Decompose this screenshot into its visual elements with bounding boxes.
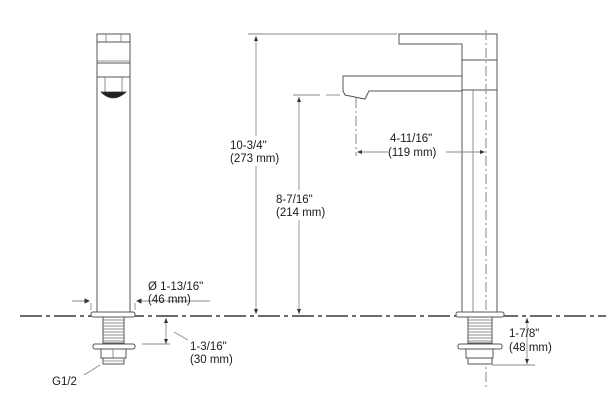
handle-lever xyxy=(398,33,498,61)
spout xyxy=(342,75,463,100)
overall-height-imperial: 10-3/4" xyxy=(230,140,267,152)
handle-cap xyxy=(96,33,131,43)
washer xyxy=(92,343,136,350)
base-flange-front xyxy=(455,311,505,318)
side-view: Ø 1-13/16" (46 mm) 1-3/16" (30 mm) G1/2 xyxy=(52,33,233,388)
aerator xyxy=(100,91,128,99)
shank-right-metric: (48 mm) xyxy=(509,342,552,354)
washer-front xyxy=(457,343,503,350)
thread-label: G1/2 xyxy=(52,376,77,388)
handle-body xyxy=(461,59,498,91)
spout-height-metric: (214 mm) xyxy=(276,207,325,219)
shank-left-metric: (30 mm) xyxy=(190,354,233,366)
spout-reach-metric: (119 mm) xyxy=(388,147,437,159)
spout-reach-imperial: 4-11/16" xyxy=(390,133,432,145)
threaded-shank xyxy=(102,316,125,344)
spout-height-imperial: 8-7/16" xyxy=(276,194,313,206)
base-flange xyxy=(90,311,136,318)
overall-height-metric: (273 mm) xyxy=(230,153,279,165)
front-view: 10-3/4" (273 mm) 8-7/16" (214 mm) 4-11/1… xyxy=(226,30,552,390)
nut-front xyxy=(465,348,494,359)
shank-right-imperial: 1-7/8" xyxy=(509,328,539,340)
diameter-metric: (46 mm) xyxy=(148,294,191,306)
shank-left-imperial: 1-3/16" xyxy=(190,341,227,353)
thread-end-front xyxy=(467,357,493,365)
handle-band xyxy=(96,62,131,78)
threaded-shank-front xyxy=(467,316,493,344)
nut xyxy=(100,348,127,359)
diameter-imperial: Ø 1-13/16" xyxy=(148,281,203,293)
faucet-body-front xyxy=(461,89,498,313)
